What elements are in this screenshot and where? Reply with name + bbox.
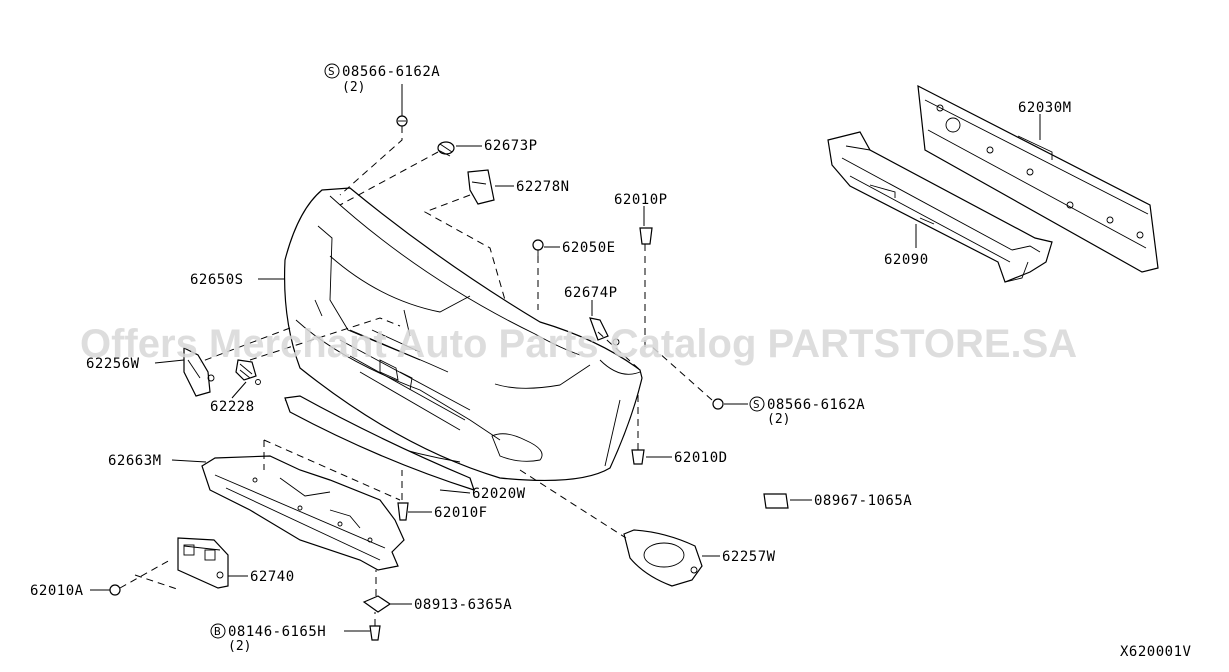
callout-62010a[interactable]: 62010A (30, 583, 84, 599)
part-quantity: (2) (767, 412, 790, 427)
absorber-62090[interactable] (827, 131, 1053, 283)
callout-62010f[interactable]: 62010F (434, 505, 488, 521)
callout-62673p[interactable]: 62673P (484, 138, 538, 154)
clip-62010a[interactable] (109, 584, 121, 596)
license-bracket-62740[interactable] (177, 537, 229, 589)
diagram-reference-code: X620001V (1120, 644, 1192, 660)
part-quantity: (2) (342, 80, 365, 95)
side-bracket-62256w[interactable] (183, 347, 215, 397)
callout-08913-6365a[interactable]: 08913-6365A (414, 597, 512, 613)
undercover-62663m[interactable] (201, 455, 405, 571)
fog-bezel-62257w[interactable] (623, 529, 703, 587)
callout-08967-1065a[interactable]: 08967-1065A (814, 493, 912, 509)
callout-62010p[interactable]: 62010P (614, 192, 668, 208)
nut-08967-1065a[interactable] (763, 493, 789, 509)
clip-08913-6365a[interactable] (362, 595, 392, 613)
callout-08566-6162a-top[interactable]: S 08566-6162A (2) (324, 63, 440, 95)
clip-62050e[interactable] (532, 239, 544, 256)
callout-62228[interactable]: 62228 (210, 399, 255, 415)
callout-62050e[interactable]: 62050E (562, 240, 616, 256)
bolt-08146-6165h[interactable] (369, 625, 381, 641)
watermark-text: Offers Merchant Auto Parts Catalog PARTS… (80, 322, 1077, 366)
callout-62030m[interactable]: 62030M (1018, 100, 1072, 116)
reinforcement-beam-62030m[interactable] (917, 84, 1159, 273)
lower-grille-62020w[interactable] (284, 395, 475, 491)
callout-62674p[interactable]: 62674P (564, 285, 618, 301)
assembly-lines (119, 126, 713, 626)
clip-62674p[interactable] (589, 317, 620, 346)
leader-lines (90, 84, 1041, 632)
callout-62256w[interactable]: 62256W (86, 356, 140, 372)
screw-08566-6162a-right[interactable] (712, 398, 724, 410)
bracket-62278n[interactable] (467, 169, 495, 205)
spec-mark: S (753, 398, 760, 411)
clip-62010p[interactable] (639, 227, 653, 245)
part-quantity: (2) (228, 639, 251, 654)
bumper-fascia-62650s[interactable] (284, 187, 643, 482)
spec-mark: S (328, 65, 335, 78)
clip-62010f[interactable] (397, 502, 409, 521)
callout-08566-6162a-right[interactable]: S 08566-6162A (2) (749, 396, 865, 427)
callout-62650s[interactable]: 62650S (190, 272, 244, 288)
callout-62020w[interactable]: 62020W (472, 486, 526, 502)
clip-62010d[interactable] (631, 449, 645, 465)
callout-62663m[interactable]: 62663M (108, 453, 162, 469)
part-number: 08566-6162A (767, 397, 865, 413)
callout-08146-6165h[interactable]: B 08146-6165H (2) (210, 623, 326, 654)
callout-62278n[interactable]: 62278N (516, 179, 570, 195)
callout-62010d[interactable]: 62010D (674, 450, 728, 466)
clip-62228[interactable] (235, 359, 261, 385)
spec-mark: B (214, 625, 221, 638)
screw-08566-6162a-top[interactable] (396, 115, 408, 127)
part-number: 08146-6165H (228, 624, 326, 640)
callout-62740[interactable]: 62740 (250, 569, 295, 585)
part-number: 08566-6162A (342, 64, 440, 80)
callout-62257w[interactable]: 62257W (722, 549, 776, 565)
grommet-62673p[interactable] (437, 141, 455, 157)
callout-62090[interactable]: 62090 (884, 252, 929, 268)
